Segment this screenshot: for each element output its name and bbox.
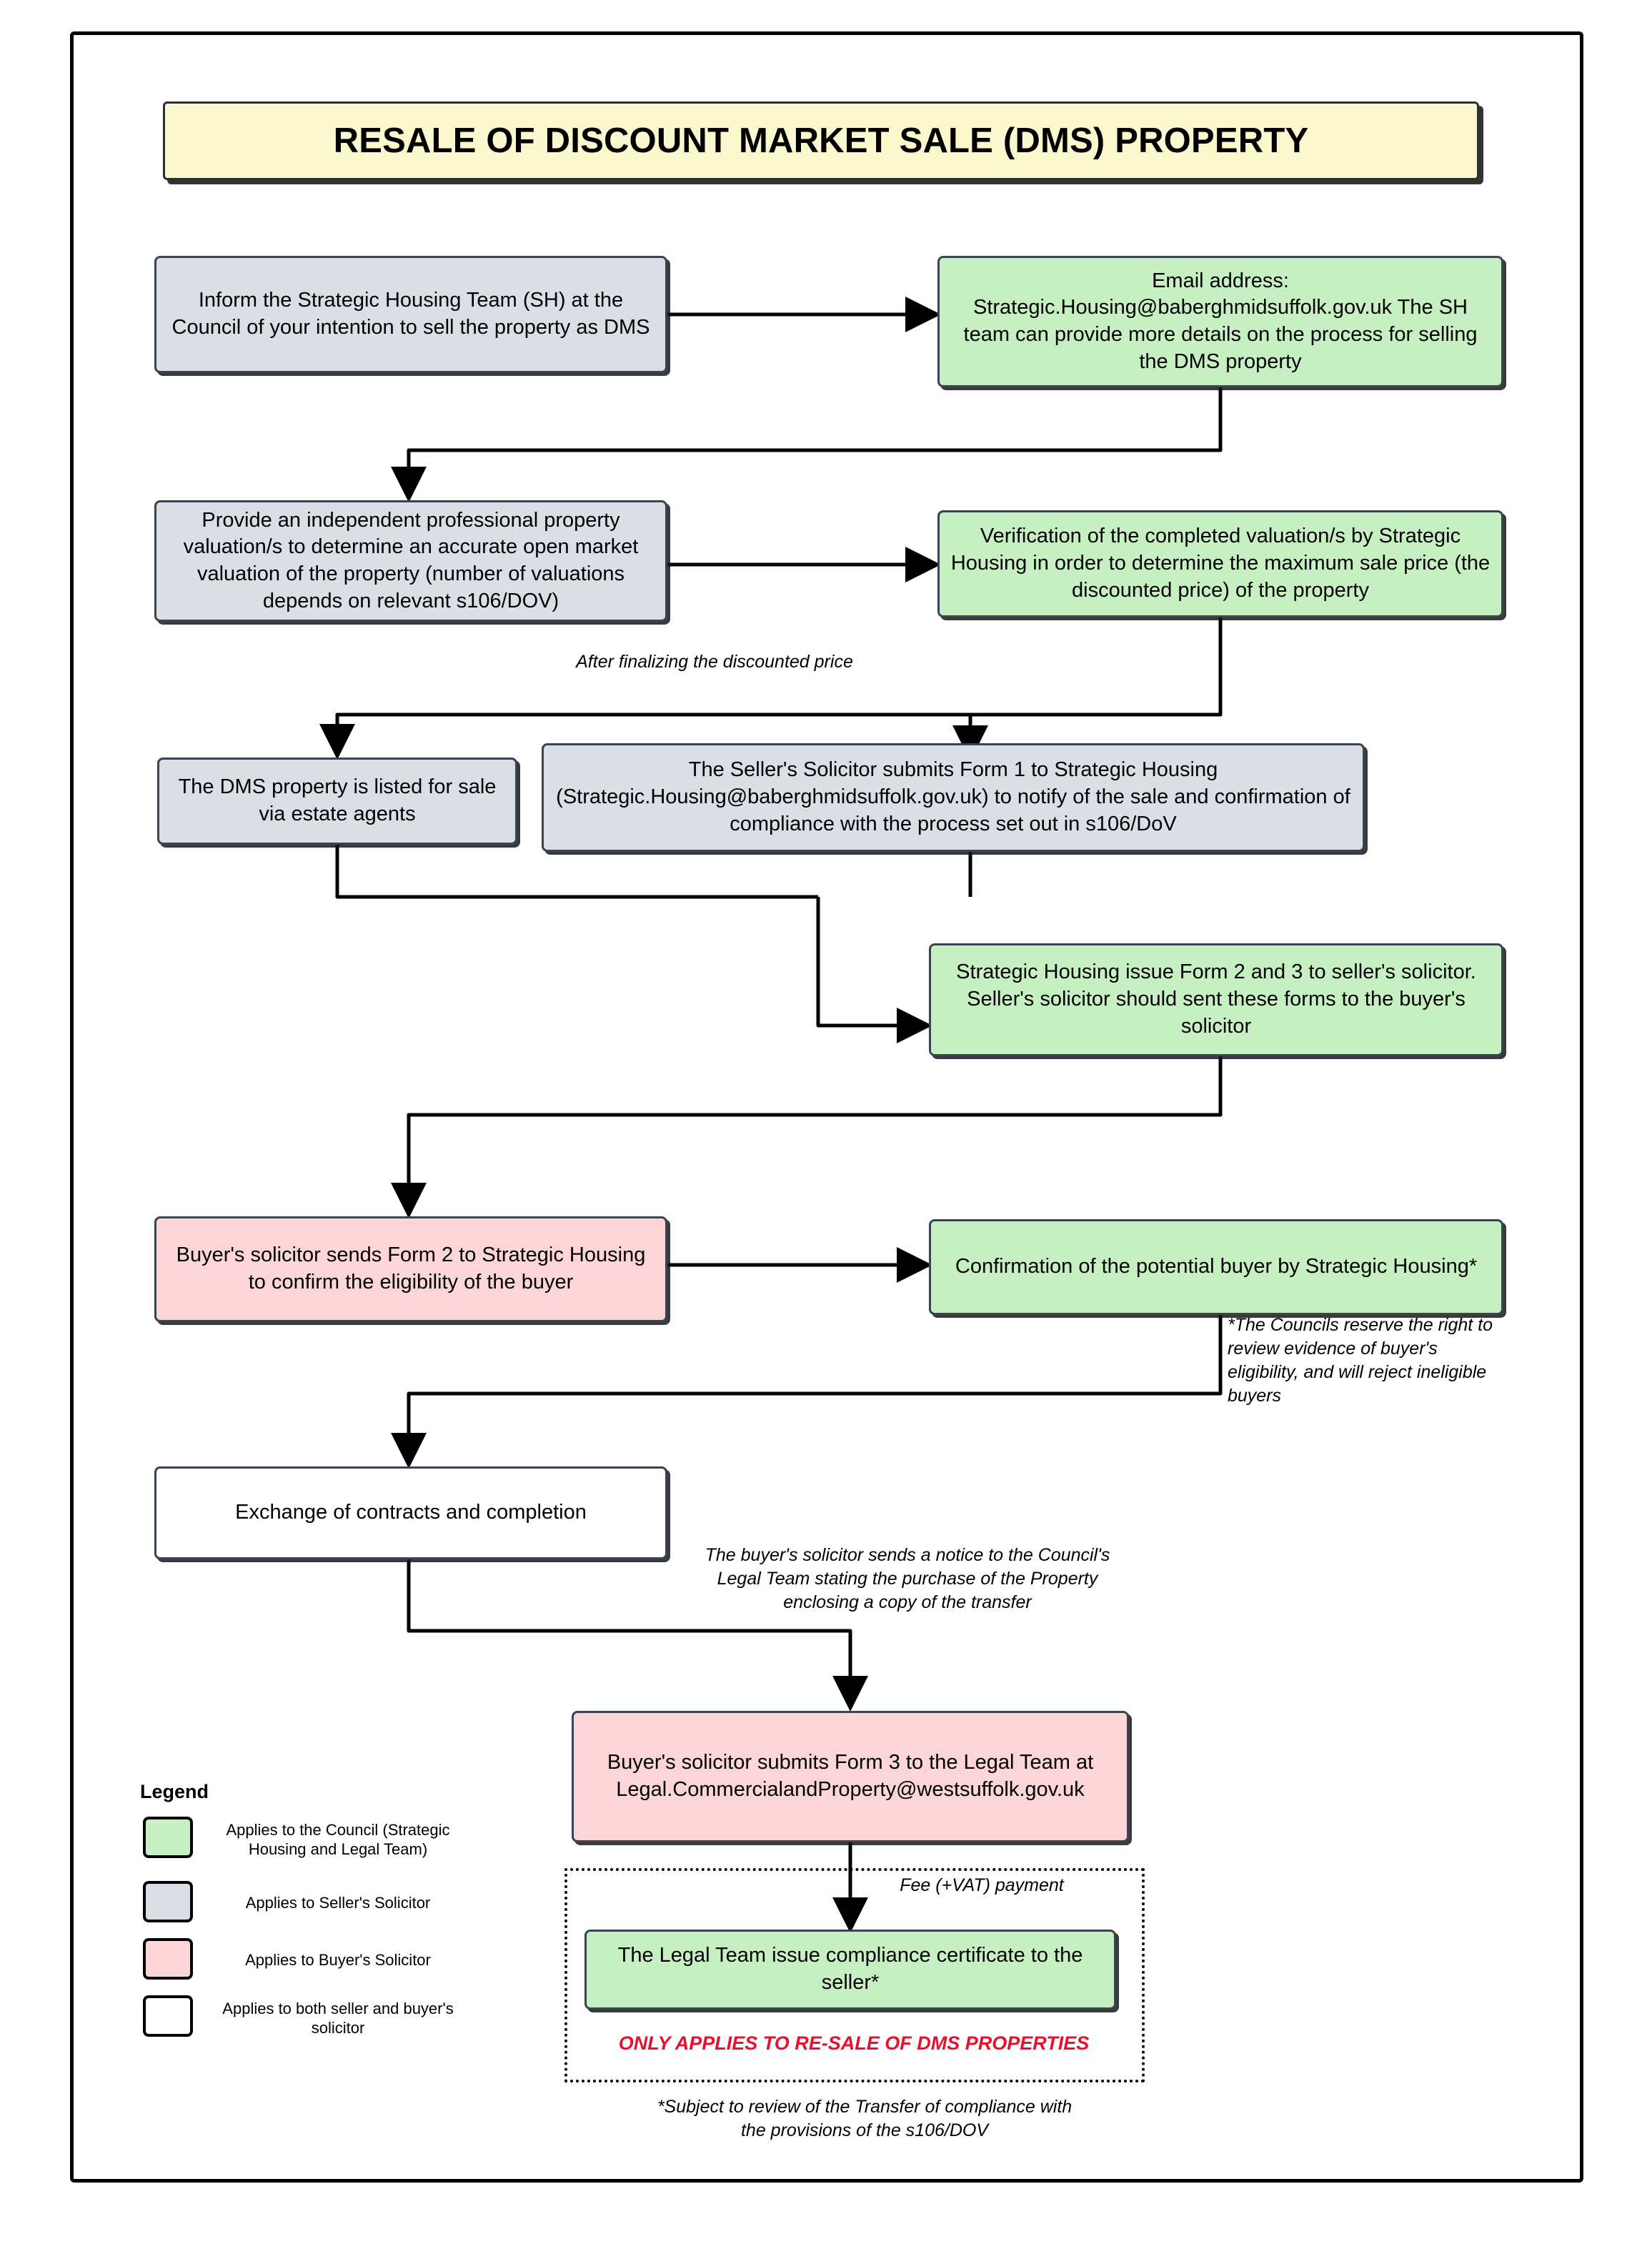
node-inform-strategic-housing[interactable]: Inform the Strategic Housing Team (SH) a… xyxy=(154,256,667,373)
legend-swatch-buyer xyxy=(143,1938,193,1980)
node-inform-strategic-housing-text: Inform the Strategic Housing Team (SH) a… xyxy=(171,289,650,339)
legend-swatch-seller xyxy=(143,1881,193,1922)
legend-swatch-council xyxy=(143,1817,193,1858)
node-listed-for-sale-text: The DMS property is listed for sale via … xyxy=(178,775,497,825)
node-issue-forms-2-and-3[interactable]: Strategic Housing issue Form 2 and 3 to … xyxy=(929,943,1503,1056)
legend-label-council: Applies to the Council (Strategic Housin… xyxy=(226,1821,450,1858)
page-border xyxy=(70,31,1583,2183)
legend-label-seller: Applies to Seller's Solicitor xyxy=(245,1894,431,1912)
page-title-text: RESALE OF DISCOUNT MARKET SALE (DMS) PRO… xyxy=(333,121,1309,160)
node-verification-of-valuation-text: Verification of the completed valuation/… xyxy=(950,525,1491,602)
node-email-address[interactable]: Email address: Strategic.Housing@babergh… xyxy=(937,256,1503,387)
after-finalizing-note: After finalizing the discounted price xyxy=(576,652,853,672)
node-exchange-of-contracts[interactable]: Exchange of contracts and completion xyxy=(154,1466,667,1559)
resale-only-dotted-region xyxy=(564,1868,1145,2082)
node-compliance-certificate[interactable]: The Legal Team issue compliance certific… xyxy=(584,1930,1116,2010)
only-applies-note: ONLY APPLIES TO RE-SALE OF DMS PROPERTIE… xyxy=(618,2032,1090,2054)
legend-swatch-both xyxy=(143,1995,193,2037)
fee-vat-note: Fee (+VAT) payment xyxy=(900,1875,1064,1895)
node-seller-solicitor-form1-text: The Seller's Solicitor submits Form 1 to… xyxy=(556,758,1350,835)
page-title: RESALE OF DISCOUNT MARKET SALE (DMS) PRO… xyxy=(163,101,1479,180)
node-verification-of-valuation[interactable]: Verification of the completed valuation/… xyxy=(937,510,1503,617)
node-confirmation-of-buyer[interactable]: Confirmation of the potential buyer by S… xyxy=(929,1219,1503,1315)
legend-label-both: Applies to both seller and buyer's solic… xyxy=(222,2000,454,2037)
notice-to-legal-team-note: The buyer's solicitor sends a notice to … xyxy=(705,1545,1110,1612)
node-buyer-solicitor-form3-text: Buyer's solicitor submits Form 3 to the … xyxy=(607,1751,1094,1801)
councils-reserve-note: *The Councils reserve the right to revie… xyxy=(1228,1315,1493,1406)
node-compliance-certificate-text: The Legal Team issue compliance certific… xyxy=(617,1944,1083,1994)
node-issue-forms-2-and-3-text: Strategic Housing issue Form 2 and 3 to … xyxy=(956,960,1476,1038)
legend-label-buyer: Applies to Buyer's Solicitor xyxy=(245,1951,431,1969)
node-confirmation-of-buyer-text: Confirmation of the potential buyer by S… xyxy=(955,1255,1478,1279)
subject-to-review-note: *Subject to review of the Transfer of co… xyxy=(657,2097,1073,2140)
node-provide-valuation[interactable]: Provide an independent professional prop… xyxy=(154,500,667,622)
node-seller-solicitor-form1[interactable]: The Seller's Solicitor submits Form 1 to… xyxy=(542,743,1365,852)
node-provide-valuation-text: Provide an independent professional prop… xyxy=(183,508,639,612)
node-buyer-solicitor-form2[interactable]: Buyer's solicitor sends Form 2 to Strate… xyxy=(154,1216,667,1322)
node-exchange-of-contracts-text: Exchange of contracts and completion xyxy=(235,1501,587,1524)
node-email-address-text: Email address: Strategic.Housing@babergh… xyxy=(963,269,1478,373)
node-buyer-solicitor-form2-text: Buyer's solicitor sends Form 2 to Strate… xyxy=(176,1243,646,1294)
node-listed-for-sale[interactable]: The DMS property is listed for sale via … xyxy=(157,758,517,845)
legend-heading: Legend xyxy=(140,1781,209,1802)
node-buyer-solicitor-form3[interactable]: Buyer's solicitor submits Form 3 to the … xyxy=(572,1711,1129,1842)
